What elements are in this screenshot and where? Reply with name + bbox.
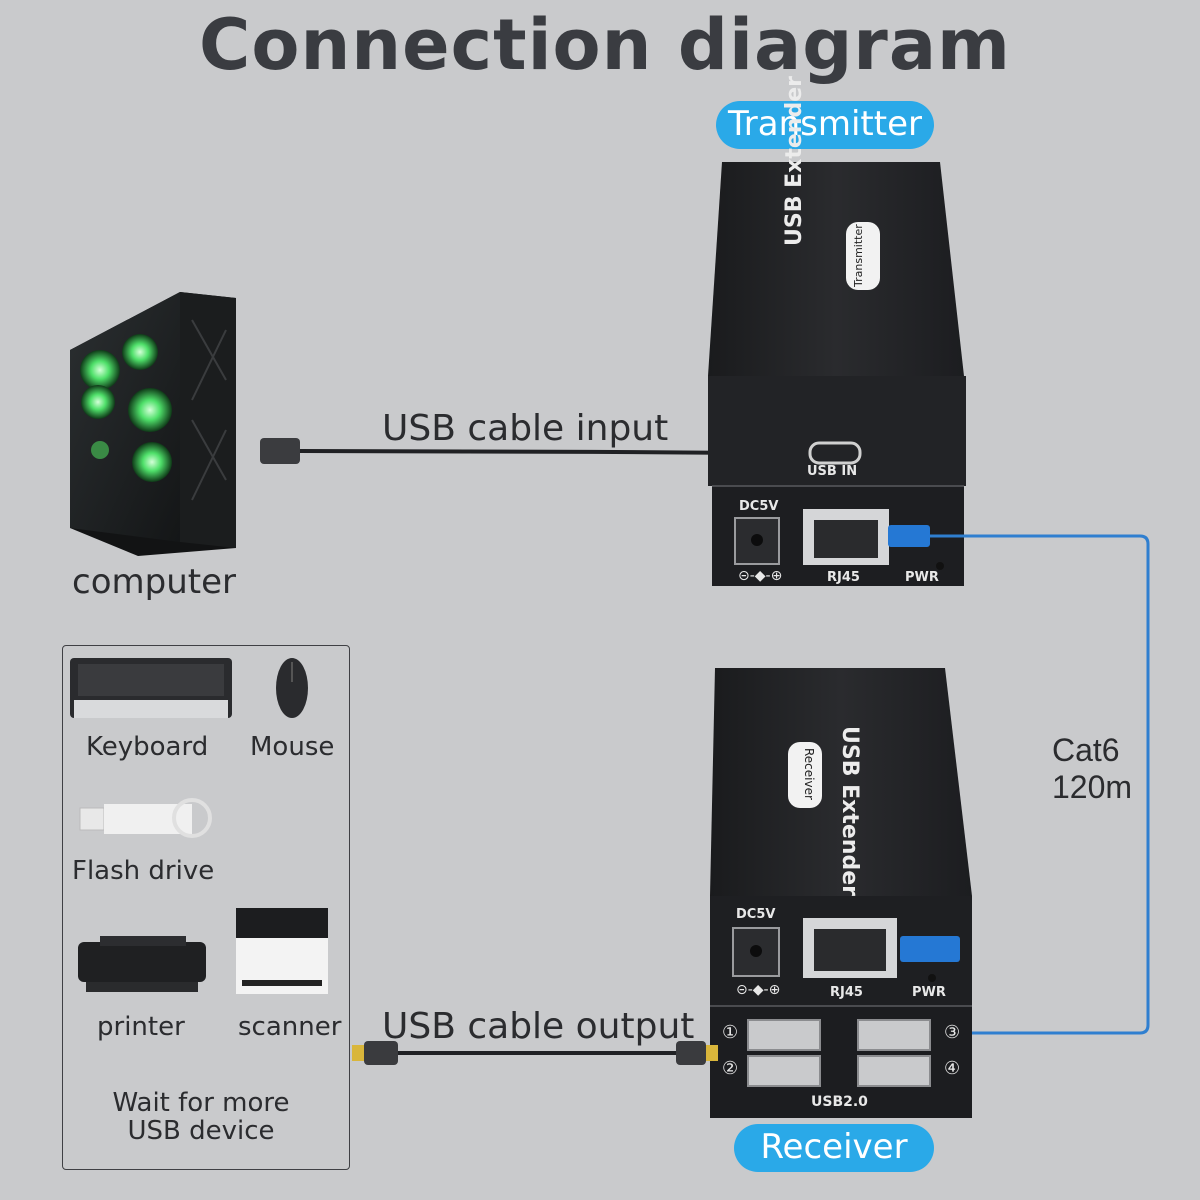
scanner-icon bbox=[236, 908, 328, 994]
rx-polarity-icon: ⊝-◆-⊕ bbox=[736, 982, 781, 998]
cat6-label: Cat6 120m bbox=[1052, 732, 1132, 806]
printer-icon bbox=[78, 936, 206, 992]
cat6-cable bbox=[930, 534, 1150, 1035]
receiver-top-label: USB Extender bbox=[837, 726, 862, 896]
usb-port-number-2: ② bbox=[722, 1058, 739, 1079]
transmitter-badge: Transmitter bbox=[716, 101, 934, 149]
computer-label: computer bbox=[72, 562, 236, 602]
usb-in-label: USB IN bbox=[807, 464, 858, 479]
transmitter-top-tag: Transmitter bbox=[852, 224, 865, 287]
more-devices-line1: Wait for more bbox=[112, 1088, 290, 1118]
flash-drive-icon bbox=[79, 798, 212, 838]
receiver-top-tag: Receiver bbox=[802, 748, 816, 800]
tx-rj45-label: RJ45 bbox=[827, 570, 860, 585]
keyboard-icon bbox=[70, 658, 232, 718]
usb-cable-input-label: USB cable input bbox=[382, 408, 669, 449]
usb-port-number-3: ③ bbox=[944, 1022, 961, 1043]
rx-pwr-label: PWR bbox=[912, 985, 946, 1000]
rx-dc5v-label: DC5V bbox=[736, 907, 776, 922]
keyboard-label: Keyboard bbox=[86, 732, 209, 762]
usb-port-number-1: ① bbox=[722, 1022, 739, 1043]
printer-label: printer bbox=[97, 1012, 185, 1042]
scanner-label: scanner bbox=[238, 1012, 342, 1042]
receiver-badge: Receiver bbox=[734, 1124, 934, 1172]
rx-usb2-label: USB2.0 bbox=[811, 1094, 868, 1110]
page-title: Connection diagram bbox=[199, 4, 1011, 86]
cat6-type: Cat6 bbox=[1052, 732, 1120, 768]
usb-devices-panel bbox=[62, 645, 350, 1170]
usb-port-number-4: ④ bbox=[944, 1058, 961, 1079]
mouse-label: Mouse bbox=[250, 732, 335, 762]
cat6-length: 120m bbox=[1052, 769, 1133, 805]
tx-polarity-icon: ⊝-◆-⊕ bbox=[738, 568, 783, 584]
usb-input-cable bbox=[299, 449, 751, 455]
transmitter-unit bbox=[708, 162, 966, 586]
rx-rj45-label: RJ45 bbox=[830, 985, 863, 1000]
more-devices-line2: USB device bbox=[127, 1116, 275, 1146]
mouse-icon bbox=[276, 658, 308, 718]
more-devices-note: Wait for more USB device bbox=[62, 1089, 340, 1145]
receiver-unit bbox=[710, 668, 972, 1118]
computer-icon bbox=[70, 292, 300, 556]
transmitter-top-label: USB Extender bbox=[782, 76, 807, 246]
usb-cable-output-label: USB cable output bbox=[382, 1006, 695, 1047]
flash-drive-label: Flash drive bbox=[72, 856, 215, 886]
tx-pwr-label: PWR bbox=[905, 570, 939, 585]
tx-dc5v-label: DC5V bbox=[739, 499, 779, 514]
